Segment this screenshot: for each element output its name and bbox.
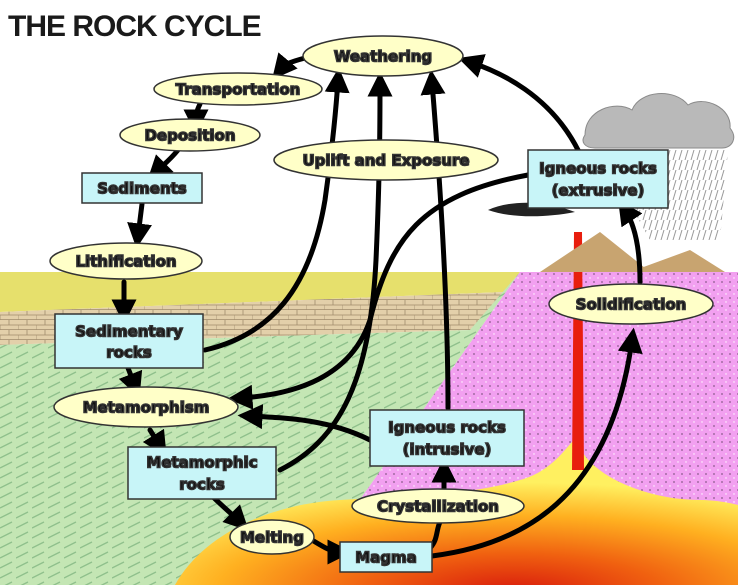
- arrow-weathering-to-transportation: [271, 52, 308, 80]
- metamorphic-rocks-node: Metamorphic rocks: [127, 446, 277, 500]
- arrow-sedimentary-to-metamorphism: [118, 365, 143, 398]
- solidification-label: Solidification: [576, 296, 687, 314]
- sedimentary-label-line2: rocks: [106, 344, 152, 362]
- material-boxes: Sediments Sedimentary rocks Metamorphic …: [54, 149, 669, 573]
- igneous-int-label-line2: (intrusive): [403, 441, 492, 459]
- magma-label: Magma: [355, 549, 417, 567]
- igneous-int-label-line1: Igneous rocks: [388, 419, 506, 437]
- mountain-left: [540, 232, 650, 272]
- sedimentary-rocks-node: Sedimentary rocks: [54, 313, 204, 369]
- arrow-igneous-ext-to-weathering: [458, 54, 581, 153]
- weathering-node: Weathering: [302, 35, 464, 77]
- igneous-ext-label-line2: (extrusive): [552, 182, 645, 200]
- lithification-label: Lithification: [75, 253, 176, 271]
- arrow-deposition-to-sediments: [147, 147, 181, 181]
- metamorphism-node: Metamorphism: [53, 386, 239, 428]
- melting-node: Melting: [229, 519, 315, 555]
- crystallization-node: Crystallization: [351, 488, 525, 524]
- lithification-node: Lithification: [49, 242, 203, 280]
- metamorphic-label-line2: rocks: [179, 476, 225, 494]
- arrow-igneous-int-to-metamorphism: [237, 404, 373, 443]
- arrow-igneous-int-to-weathering: [420, 69, 451, 411]
- deposition-label: Deposition: [144, 127, 235, 145]
- rain-cloud: [582, 93, 735, 149]
- sediments-label: Sediments: [97, 180, 187, 198]
- igneous-intrusive-node: Igneous rocks (intrusive): [369, 409, 525, 467]
- process-ovals: Weathering Transportation Deposition Upl…: [49, 35, 714, 555]
- arrow-solidification-to-igneous-ext: [618, 199, 643, 285]
- metamorphic-label-line1: Metamorphic: [146, 454, 257, 472]
- arrow-metamorphism-to-metamorphic: [142, 427, 167, 457]
- deposition-node: Deposition: [119, 118, 261, 152]
- crystallization-label: Crystallization: [377, 498, 499, 516]
- sedimentary-label-line1: Sedimentary: [75, 323, 183, 341]
- igneous-extrusive-node: Igneous rocks (extrusive): [527, 149, 669, 209]
- arrow-metamorphic-to-weathering: [277, 71, 393, 473]
- arrow-magma-to-solidification: [429, 327, 643, 559]
- diagram-title: THE ROCK CYCLE: [8, 10, 262, 43]
- transportation-node: Transportation: [153, 72, 323, 106]
- magma-node: Magma: [339, 541, 433, 573]
- metamorphism-label: Metamorphism: [83, 399, 210, 417]
- cycle-arrows: [111, 52, 643, 565]
- sediments-node: Sediments: [81, 172, 203, 204]
- uplift-label: Uplift and Exposure: [302, 152, 469, 170]
- arrow-sediments-to-lithification: [127, 201, 152, 249]
- arrow-melting-to-magma: [309, 537, 353, 565]
- arrow-sedimentary-to-weathering: [202, 67, 350, 353]
- transportation-label: Transportation: [176, 81, 301, 99]
- igneous-ext-label-line1: Igneous rocks: [539, 160, 657, 178]
- weathering-label: Weathering: [334, 48, 432, 66]
- solidification-node: Solidification: [548, 283, 714, 325]
- uplift-node: Uplift and Exposure: [273, 139, 499, 181]
- mountain-right: [630, 250, 725, 272]
- melting-label: Melting: [240, 529, 304, 547]
